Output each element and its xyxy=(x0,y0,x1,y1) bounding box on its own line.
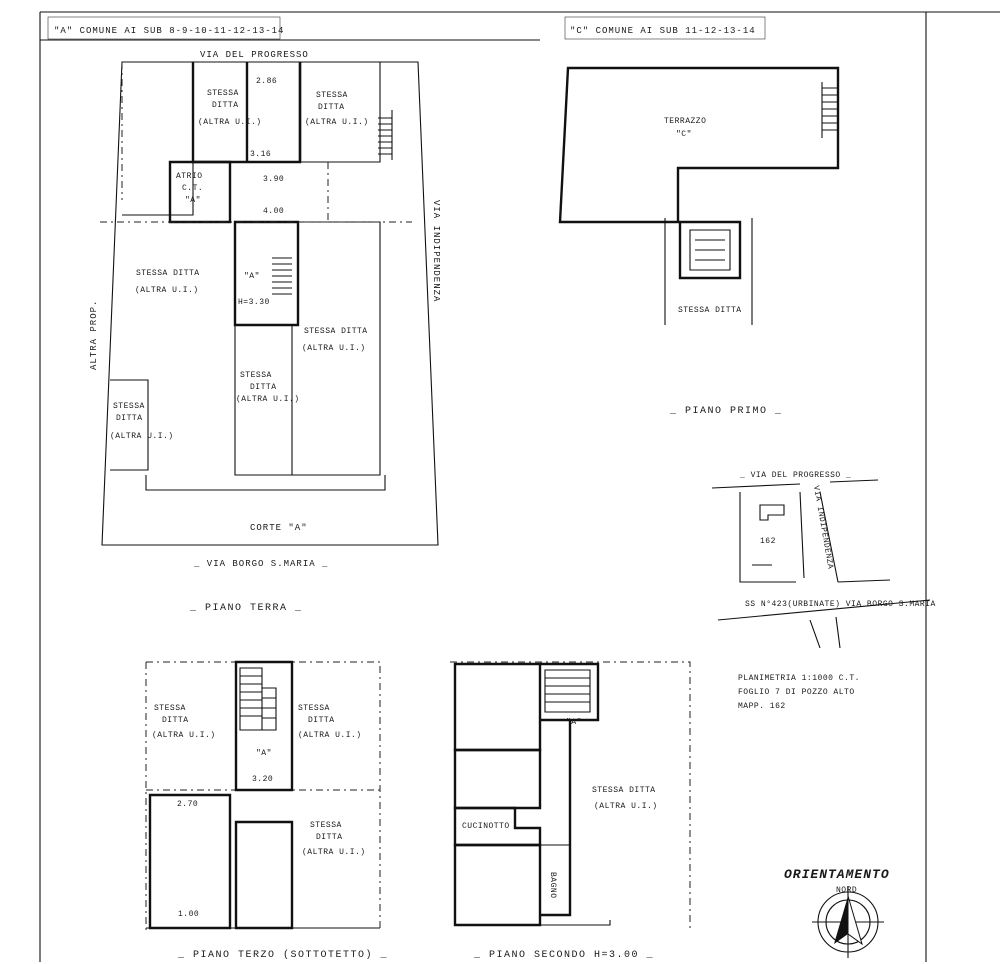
header-right-box: "C" COMUNE AI SUB 11-12-13-14 xyxy=(564,16,766,40)
room-label: (ALTRA U.I.) xyxy=(198,118,262,127)
plan-caption: _ PIANO PRIMO _ xyxy=(669,406,783,417)
room-label: DITTA xyxy=(316,833,343,842)
dim-label: 3.16 xyxy=(250,150,271,159)
courtyard-label: CORTE "A" xyxy=(250,523,308,533)
room-label: (ALTRA U.I.) xyxy=(110,432,174,441)
dim-label: 3.90 xyxy=(263,175,284,184)
stairs-icon xyxy=(272,110,393,295)
map-note: FOGLIO 7 DI POZZO ALTO xyxy=(738,688,855,697)
header-left-label: "A" COMUNE AI SUB 8-9-10-11-12-13-14 xyxy=(54,26,284,36)
planimetria-map: _ VIA DEL PROGRESSO _ VIA INDIPENDENZA 1… xyxy=(711,471,936,711)
room-label: (ALTRA U.I.) xyxy=(298,731,362,740)
room-label: DITTA xyxy=(318,103,345,112)
room-label: STESSA DITTA xyxy=(678,306,742,315)
stairs-icon xyxy=(689,229,731,271)
room-label: (ALTRA U.I.) xyxy=(152,731,216,740)
header-right-label: "C" COMUNE AI SUB 11-12-13-14 xyxy=(570,26,756,36)
room-label: (ALTRA U.I.) xyxy=(302,344,366,353)
map-note: PLANIMETRIA 1:1000 C.T. xyxy=(738,674,860,683)
dim-label: 1.00 xyxy=(178,910,199,919)
room-label: CUCINOTTO xyxy=(462,822,510,831)
room-label: STESSA xyxy=(207,89,239,98)
room-label: "A" xyxy=(244,272,260,281)
dim-label: 4.00 xyxy=(263,207,284,216)
piano-secondo-plan: CUCINOTTO BAGNO "A" STESSA DITTA (ALTRA … xyxy=(450,661,691,961)
room-label: DITTA xyxy=(212,101,239,110)
compass-icon xyxy=(812,886,884,958)
room-label: (ALTRA U.I.) xyxy=(236,395,300,404)
room-label: "A" xyxy=(566,718,582,727)
compass-north-label: NORD xyxy=(836,886,857,895)
compass-rose: ORIENTAMENTO NORD xyxy=(784,867,890,958)
map-note: MAPP. 162 xyxy=(738,702,786,711)
street-bottom-label: _ VIA BORGO S.MARIA _ xyxy=(193,559,328,569)
room-label: BAGNO xyxy=(548,872,557,899)
room-label: DITTA xyxy=(116,414,143,423)
stairs-icon xyxy=(544,669,591,713)
dim-label: 2.70 xyxy=(177,800,198,809)
street-left-label: ALTRA PROP. xyxy=(89,300,99,370)
plan-caption: _ PIANO SECONDO H=3.00 _ xyxy=(473,950,654,961)
map-parcel: 162 xyxy=(760,537,776,546)
room-label: ATRIO xyxy=(176,172,203,181)
piano-primo-plan: TERRAZZO "C" STESSA DITTA _ PIANO PRIMO … xyxy=(558,66,840,417)
piano-terzo-plan: STESSA DITTA (ALTRA U.I.) STESSA DITTA (… xyxy=(145,660,388,961)
room-label: STESSA DITTA xyxy=(304,327,368,336)
map-street-side: VIA INDIPENDENZA xyxy=(811,485,835,570)
piano-terra-plan: VIA DEL PROGRESSO 2.86 3.16 3.90 4.00 H=… xyxy=(89,50,441,614)
dim-label: 3.20 xyxy=(252,775,273,784)
stairs-icon xyxy=(821,82,838,138)
room-label: "A" xyxy=(185,196,201,205)
room-label: STESSA xyxy=(240,371,272,380)
room-label: "A" xyxy=(256,749,272,758)
room-label: DITTA xyxy=(250,383,277,392)
sheet-border xyxy=(39,11,1000,962)
room-label: (ALTRA U.I.) xyxy=(302,848,366,857)
header-left-box: "A" COMUNE AI SUB 8-9-10-11-12-13-14 xyxy=(47,16,284,40)
dim-label: H=3.30 xyxy=(238,298,270,307)
lot-outline xyxy=(101,61,439,546)
compass-title: ORIENTAMENTO xyxy=(784,867,890,882)
street-top-label: VIA DEL PROGRESSO xyxy=(200,50,309,60)
room-label: STESSA xyxy=(154,704,186,713)
terrace-label: TERRAZZO xyxy=(664,117,706,126)
room-label: (ALTRA U.I.) xyxy=(594,802,658,811)
room-label: STESSA xyxy=(310,821,342,830)
street-right-label: VIA INDIPENDENZA xyxy=(431,200,441,302)
room-label: (ALTRA U.I.) xyxy=(135,286,199,295)
stairs-icon xyxy=(239,667,263,731)
room-label: STESSA xyxy=(316,91,348,100)
room-label: (ALTRA U.I.) xyxy=(305,118,369,127)
terrace-label: "C" xyxy=(676,130,692,139)
plan-caption: _ PIANO TERZO (SOTTOTETTO) _ xyxy=(177,949,388,961)
dim-label: 2.86 xyxy=(256,77,277,86)
room-label: STESSA xyxy=(298,704,330,713)
map-street-bottom: SS N°423(URBINATE) VIA BORGO S.MARIA xyxy=(745,600,936,609)
plan-caption: _ PIANO TERRA _ xyxy=(189,603,303,614)
map-street-top: _ VIA DEL PROGRESSO _ xyxy=(739,471,851,480)
room-label: STESSA DITTA xyxy=(136,269,200,278)
room-label: C.T. xyxy=(182,184,203,193)
room-label: DITTA xyxy=(308,716,335,725)
room-label: STESSA xyxy=(113,402,145,411)
stairs-icon xyxy=(262,687,277,731)
room-label: STESSA DITTA xyxy=(592,786,656,795)
room-label: DITTA xyxy=(162,716,189,725)
